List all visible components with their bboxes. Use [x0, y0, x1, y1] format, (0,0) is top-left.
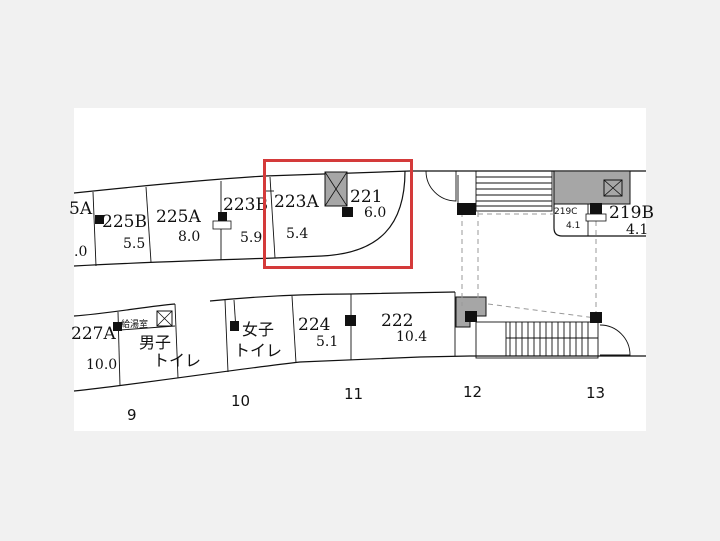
grid-label-9: 9: [127, 406, 137, 424]
door-swing-icon: [425, 170, 457, 202]
grid-label-11: 11: [344, 385, 363, 403]
room-227A: 227A 10.0: [71, 324, 117, 373]
lower-outer-wall: [209, 291, 456, 302]
room-224: 224 5.1: [298, 315, 338, 350]
room-area: 5.4: [286, 226, 308, 242]
room-225A: 225A 8.0: [156, 207, 201, 245]
column: [465, 311, 477, 322]
room-number: 223A: [274, 192, 319, 212]
room-5A-left: 5A .0: [69, 199, 93, 260]
room-number: 5A: [69, 199, 93, 219]
room-number: 224: [298, 315, 330, 335]
divider: [291, 295, 297, 364]
room-number: 219C: [554, 207, 577, 217]
plan-sheet: [74, 108, 646, 431]
grid-label-13: 13: [586, 384, 605, 402]
room-area: 4.1: [626, 222, 648, 238]
room-area: 8.0: [178, 229, 200, 245]
stairs-upper: [457, 170, 553, 212]
shaft-icon: [603, 179, 623, 197]
room-area: .0: [74, 244, 87, 260]
room-221-curve: [321, 170, 406, 257]
lower-inner-wall: [73, 355, 646, 392]
room-area: 4.1: [566, 221, 580, 231]
room-number: 219B: [609, 203, 654, 223]
column: [218, 212, 227, 221]
room-222: 222 10.4: [381, 311, 427, 345]
room-number: 225A: [156, 207, 201, 227]
room-219C: 219C 4.1: [554, 207, 580, 231]
grid-label-10: 10: [231, 392, 250, 410]
room-area: 5.5: [123, 236, 145, 252]
sink-icon: [585, 213, 607, 222]
divider: [119, 325, 176, 331]
column: [230, 321, 239, 331]
upper-inner-wall: [73, 255, 323, 267]
kyutoshitsu-label: 給湯室: [121, 318, 148, 330]
room-219B: 219B 4.1: [609, 203, 654, 238]
column: [590, 203, 602, 214]
column: [345, 315, 356, 326]
column: [457, 203, 476, 215]
column: [342, 207, 353, 217]
divider: [174, 303, 179, 379]
shaft-icon: [156, 310, 173, 327]
grid-line: [487, 303, 597, 319]
door-swing-icon: [599, 324, 631, 356]
divider: [269, 176, 276, 259]
room-223B: 223B 5.9: [223, 195, 268, 246]
room-area: 5.9: [240, 230, 262, 246]
column: [113, 322, 122, 331]
room-area: 6.0: [364, 205, 386, 221]
mens-restroom-label-2: トイレ: [153, 351, 201, 370]
stairs-lower: [475, 321, 599, 359]
room-219-wall: [553, 171, 646, 237]
room-225B: 225B 5.5: [102, 212, 147, 252]
room-number: 223B: [223, 195, 268, 215]
room-area: 10.4: [396, 329, 427, 345]
columns: [95, 203, 602, 331]
room-221: 221 6.0: [350, 187, 386, 221]
divider: [92, 191, 97, 267]
lower-outer-wall-left: [73, 303, 176, 317]
shaft-icon: [324, 171, 348, 207]
mens-restroom-label-1: 男子: [139, 333, 171, 352]
womens-restroom-label-2: トイレ: [234, 341, 282, 360]
room-number: 222: [381, 311, 413, 331]
room-number: 225B: [102, 212, 147, 232]
grid-label-12: 12: [463, 383, 482, 401]
room-number: 221: [350, 187, 382, 207]
column: [95, 215, 104, 224]
divider: [224, 299, 229, 373]
sink-icon: [212, 220, 232, 230]
room-area: 10.0: [86, 357, 117, 373]
divider: [145, 186, 152, 263]
womens-restroom-label-1: 女子: [242, 320, 274, 339]
room-223A: 223A 5.4: [274, 192, 319, 242]
column: [590, 312, 602, 323]
room-number: 227A: [71, 324, 116, 344]
highlight-frame: [263, 159, 413, 269]
room-area: 5.1: [316, 334, 338, 350]
